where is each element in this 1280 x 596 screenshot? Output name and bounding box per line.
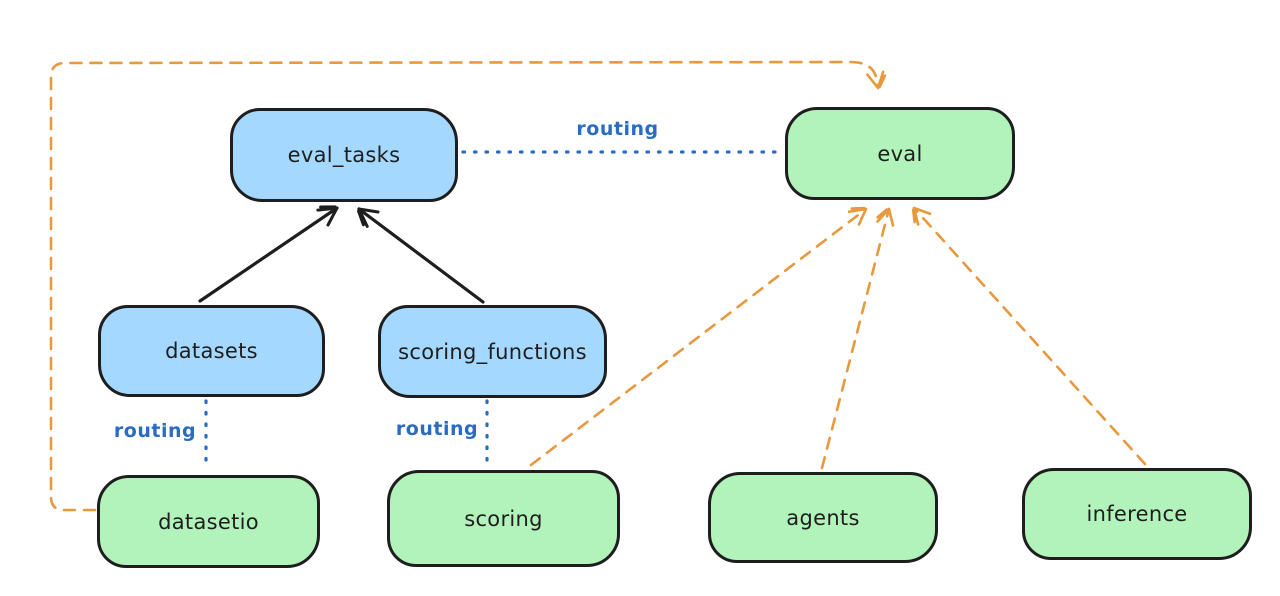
node-inference: inference	[1022, 468, 1252, 560]
node-scoring-functions: scoring_functions	[378, 305, 607, 398]
node-datasets-label: datasets	[165, 339, 258, 363]
node-eval-tasks: eval_tasks	[230, 108, 458, 202]
edge-inference-to-eval	[911, 206, 1147, 466]
node-eval-label: eval	[877, 141, 923, 166]
node-datasetio: datasetio	[97, 475, 320, 568]
node-agents: agents	[708, 472, 938, 563]
node-inference-label: inference	[1086, 502, 1188, 526]
node-scoring: scoring	[387, 470, 620, 567]
node-datasets: datasets	[98, 305, 325, 397]
edge-label-routing-middle: routing	[395, 418, 479, 440]
edge-scoring-to-eval	[529, 206, 868, 467]
node-scoring-label: scoring	[464, 506, 543, 531]
node-datasetio-label: datasetio	[158, 509, 259, 534]
edge-label-routing-left: routing	[113, 420, 197, 442]
node-eval: eval	[785, 107, 1015, 200]
edge-scoring-functions-to-eval-tasks	[357, 207, 485, 304]
edge-label-routing-top: routing	[576, 118, 659, 140]
node-scoring-functions-label: scoring_functions	[398, 339, 587, 364]
edge-agents-to-eval	[820, 207, 895, 470]
node-agents-label: agents	[786, 505, 860, 530]
edge-datasets-to-eval-tasks	[198, 205, 339, 303]
node-eval-tasks-label: eval_tasks	[287, 143, 401, 167]
edge-datasetio-to-eval	[49, 60, 887, 512]
